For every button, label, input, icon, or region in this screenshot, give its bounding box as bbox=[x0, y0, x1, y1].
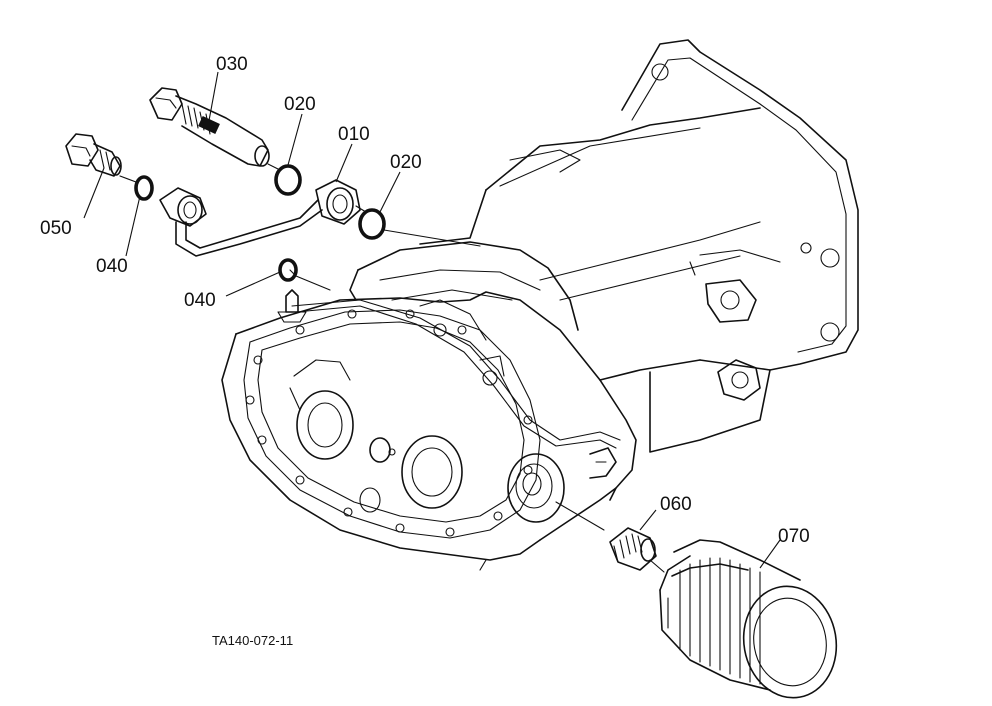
part-030-hollow-bolt bbox=[149, 87, 270, 167]
label-070: 070 bbox=[778, 526, 810, 547]
label-060: 060 bbox=[660, 494, 692, 515]
part-050-joint-bolt bbox=[65, 133, 122, 177]
leader-030 bbox=[207, 71, 219, 127]
axis-050 bbox=[119, 175, 137, 183]
leader-050 bbox=[83, 167, 105, 219]
axis-060 bbox=[555, 501, 605, 531]
leader-060 bbox=[639, 509, 657, 531]
axis-030 bbox=[267, 163, 281, 171]
leader-020b bbox=[379, 171, 401, 213]
part-060-filter-nipple bbox=[609, 527, 657, 571]
label-010: 010 bbox=[338, 124, 370, 145]
part-020-o-ring-a bbox=[274, 164, 302, 196]
part-040-o-ring-a bbox=[134, 175, 154, 201]
leader-070 bbox=[759, 539, 781, 569]
leader-040a bbox=[125, 195, 141, 257]
figure-code: TA140-072-11 bbox=[212, 633, 293, 648]
part-070-oil-filter bbox=[659, 539, 838, 699]
part-020-o-ring-b bbox=[358, 208, 386, 240]
leader-020a bbox=[287, 113, 303, 166]
threaded-section bbox=[198, 116, 220, 134]
leader-040b bbox=[225, 271, 281, 297]
transmission-housing bbox=[221, 39, 859, 571]
part-010-oil-pipe bbox=[159, 179, 361, 257]
part-040-o-ring-b bbox=[278, 258, 298, 282]
axis-020 bbox=[383, 229, 481, 247]
label-020-lower: 020 bbox=[390, 152, 422, 173]
leader-lines bbox=[83, 71, 781, 573]
label-040-left: 040 bbox=[96, 256, 128, 277]
axis-070 bbox=[649, 559, 665, 573]
callout-labels: 030 020 010 020 050 040 040 060 070 TA14… bbox=[40, 54, 810, 648]
label-030: 030 bbox=[216, 54, 248, 75]
label-020-upper: 020 bbox=[284, 94, 316, 115]
label-040-right: 040 bbox=[184, 290, 216, 311]
leader-010 bbox=[335, 143, 353, 183]
label-050: 050 bbox=[40, 218, 72, 239]
